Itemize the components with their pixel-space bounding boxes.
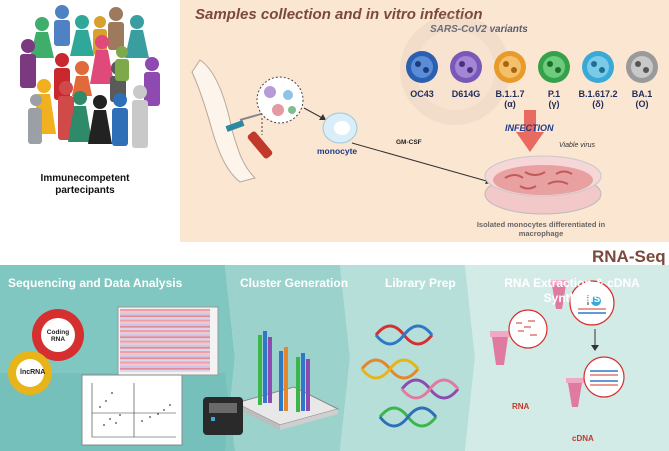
heatmap-row <box>120 317 210 320</box>
panel-bg-library-prep <box>340 265 475 451</box>
heatmap-row <box>120 332 210 335</box>
oc43-virus-icon <box>406 51 438 83</box>
coding-rna-label: Coding RNA <box>46 329 70 343</box>
participants-label: Immunecompetent partecipants <box>40 173 130 196</box>
dna-strand-icon-purple <box>400 378 460 400</box>
heatmap-row <box>120 351 210 353</box>
rnaseq-title: RNA-Seq <box>592 247 666 266</box>
dna-cluster-icon <box>258 331 310 412</box>
panel-title-cluster: Cluster Generation <box>240 276 349 290</box>
heatmap-row <box>120 315 210 318</box>
ba1-virus-icon <box>626 51 658 83</box>
cdna-label: cDNA <box>572 434 594 443</box>
heatmap-row <box>120 338 210 341</box>
variant-label-oc43: OC43 <box>410 89 434 99</box>
variant-label-p1: P.1(γ) <box>547 89 561 109</box>
virus-variants-row <box>406 51 658 83</box>
dna-strand-icon-green <box>378 406 438 428</box>
monocyte-cell-icon <box>322 112 358 144</box>
section-title-samples: Samples collection and in vitro infectio… <box>195 6 483 23</box>
sequencer-device-icon <box>203 397 243 435</box>
heatmap-row <box>120 311 210 314</box>
heatmap-row <box>120 355 210 358</box>
panel-bg-rna-extraction <box>465 265 669 451</box>
heatmap-row <box>120 361 210 364</box>
lncrna-donut-icon <box>8 351 52 395</box>
variant-label-ba1: BA.1(Ο) <box>631 89 653 109</box>
down-arrow-icon <box>591 329 599 351</box>
heatmap-row <box>120 325 210 328</box>
heatmap-row <box>120 309 210 311</box>
heatmap-row <box>120 330 210 332</box>
extraction-tube-icon <box>550 280 568 309</box>
virus-group-title: SARS-CoV2 variants <box>430 24 528 35</box>
heatmap-row <box>120 363 210 366</box>
rna-zoom-icon <box>508 309 548 349</box>
variant-label-b117: B.1.1.7(α) <box>495 89 525 109</box>
infection-label: INFECTION <box>505 123 554 133</box>
people-crowd-icon <box>20 5 160 148</box>
rna-label: RNA <box>512 402 530 411</box>
heatmap-row <box>120 340 210 343</box>
dna-strand-icon-red <box>374 324 434 346</box>
heatmap-row <box>120 359 210 362</box>
heatmap-row <box>120 342 210 345</box>
heatmap-row <box>120 327 210 330</box>
panel-title-sequencing: Sequencing and Data Analysis <box>8 276 183 290</box>
heatmap-row <box>120 321 210 324</box>
d614g-virus-icon <box>450 51 482 83</box>
panel-title-library: Library Prep <box>385 276 456 290</box>
top-illustration <box>20 5 602 215</box>
variant-label-b16172: B.1.617.2(δ) <box>578 89 618 109</box>
monocyte-label: monocyte <box>317 146 358 156</box>
p1-virus-icon <box>538 51 570 83</box>
heatmap-row <box>120 348 210 351</box>
blood-cells-zoom-icon <box>256 76 304 135</box>
b117-virus-icon <box>494 51 526 83</box>
b16172-virus-icon <box>582 51 614 83</box>
infection-arrow-icon <box>516 132 544 152</box>
cdna-tube-icon <box>566 378 584 407</box>
heatmap-row <box>120 323 210 326</box>
viable-virus-label: Viable virus <box>559 142 596 149</box>
petri-dish-caption: Isolated monocytes differentiated in mac… <box>476 220 606 238</box>
cdna-zoom-icon <box>583 356 625 398</box>
heatmap-row <box>120 353 210 356</box>
variant-label-d614g: D614G <box>451 89 481 99</box>
heatmap-row <box>120 319 210 322</box>
coding-rna-donut-icon <box>32 309 84 361</box>
scatter-plot-icon <box>81 374 183 446</box>
heatmap-row <box>120 369 210 372</box>
heatmap-plot-icon <box>117 306 219 376</box>
arm-blood-draw-icon <box>191 59 276 183</box>
dna-strand-icon-orange <box>360 358 420 380</box>
heatmap-row <box>120 346 210 349</box>
heatmap-row <box>120 313 210 316</box>
gmcsf-label: GM-CSF <box>396 139 422 146</box>
heatmap-row <box>120 334 210 337</box>
lncrna-label: lncRNA <box>20 369 46 376</box>
rnaseq-panels <box>0 265 669 451</box>
heatmap-row <box>120 367 210 370</box>
heatmap-row <box>120 336 210 339</box>
heatmap-row <box>120 357 210 360</box>
reverse-transcription-zoom-icon <box>569 280 615 326</box>
heatmap-row <box>120 344 210 347</box>
petri-dish-icon <box>484 155 602 215</box>
heatmap-row <box>120 365 210 368</box>
rna-tube-icon <box>490 331 510 365</box>
